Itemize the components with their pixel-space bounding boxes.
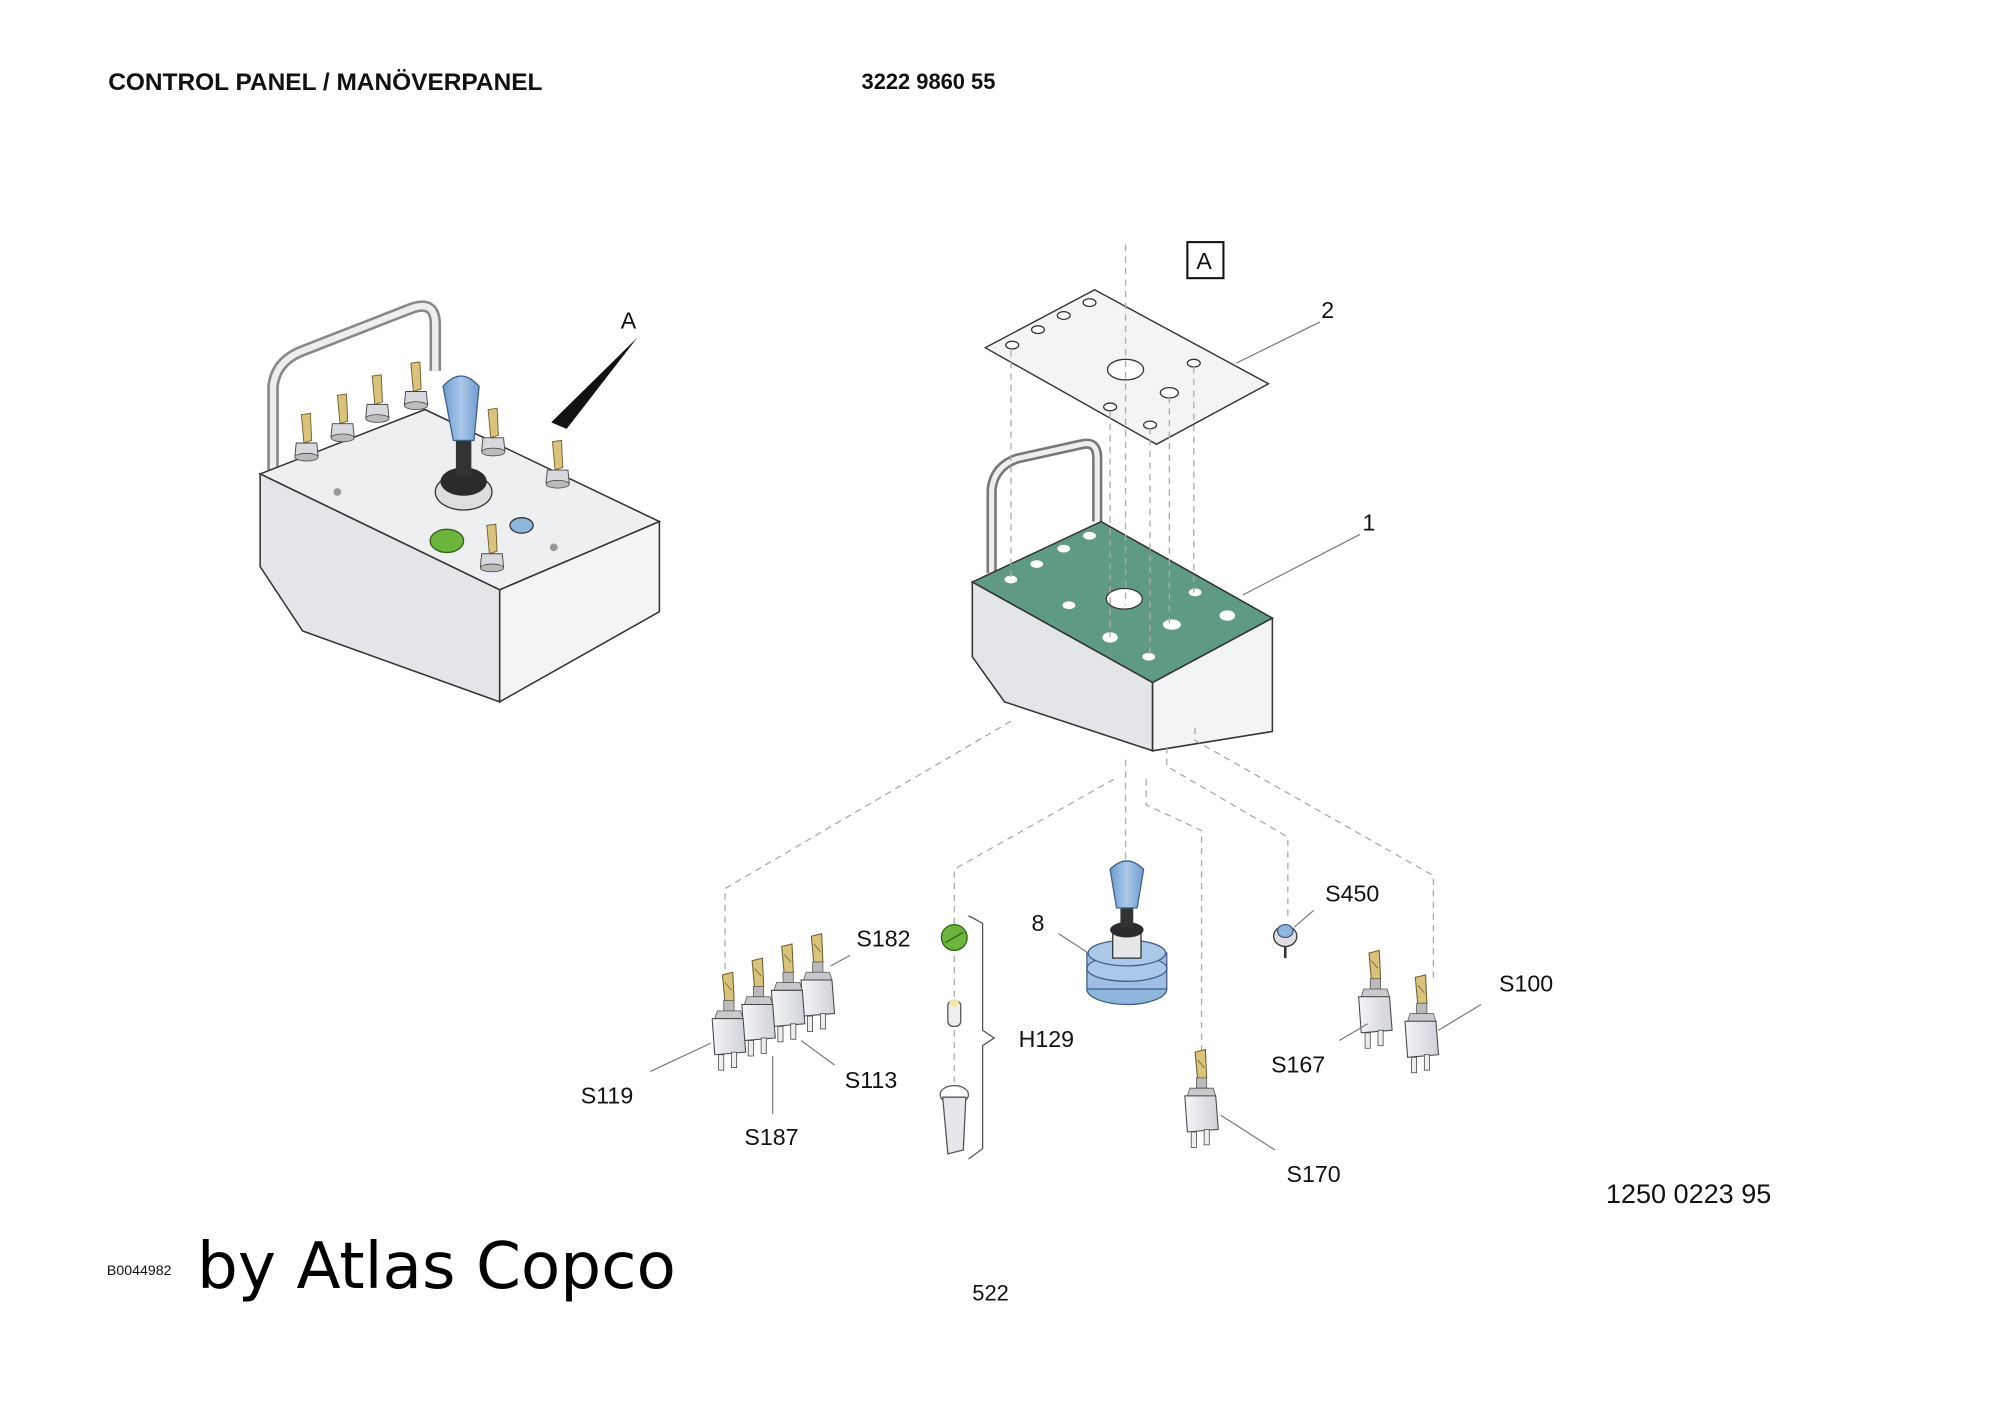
detail-label-a: A — [1196, 248, 1212, 274]
toggle-switch-s167 — [1358, 949, 1393, 1049]
callout-s170: S170 — [1287, 1161, 1341, 1187]
callout-8: 8 — [1032, 910, 1045, 936]
brand-text: by Atlas Copco — [197, 1229, 676, 1304]
callout-s113: S113 — [845, 1067, 897, 1093]
detail-label-box — [1186, 241, 1225, 280]
callout-s187: S187 — [744, 1124, 798, 1150]
toggle-switch-group — [711, 933, 836, 1071]
view-label-a: A — [621, 307, 637, 333]
toggle-switch-s170 — [1184, 1049, 1219, 1148]
cover-plate — [983, 288, 1270, 446]
view-arrow-icon — [551, 337, 638, 429]
part-number: 3222 9860 55 — [862, 69, 996, 94]
callout-s182: S182 — [856, 926, 910, 952]
assembled-control-panel — [258, 300, 662, 704]
assembly-lines — [724, 244, 1434, 1082]
callout-s119: S119 — [581, 1083, 633, 1109]
callout-1: 1 — [1363, 510, 1376, 536]
drawing-title: CONTROL PANEL / MANÖVERPANEL — [108, 69, 542, 96]
callout-s167: S167 — [1271, 1052, 1325, 1078]
callout-2: 2 — [1321, 297, 1334, 323]
callout-s450: S450 — [1325, 880, 1379, 906]
drawing-number: 1250 0223 95 — [1606, 1179, 1771, 1209]
panel-housing — [970, 438, 1274, 752]
image-id: B0044982 — [107, 1263, 172, 1279]
indicator-lamp-h129 — [939, 915, 996, 1160]
callout-h129: H129 — [1019, 1026, 1074, 1052]
page-number: 522 — [972, 1281, 1009, 1306]
push-button-s450 — [1273, 923, 1298, 959]
toggle-switch-s100 — [1404, 974, 1440, 1074]
joystick — [1086, 860, 1168, 1006]
callout-s100: S100 — [1499, 971, 1553, 997]
